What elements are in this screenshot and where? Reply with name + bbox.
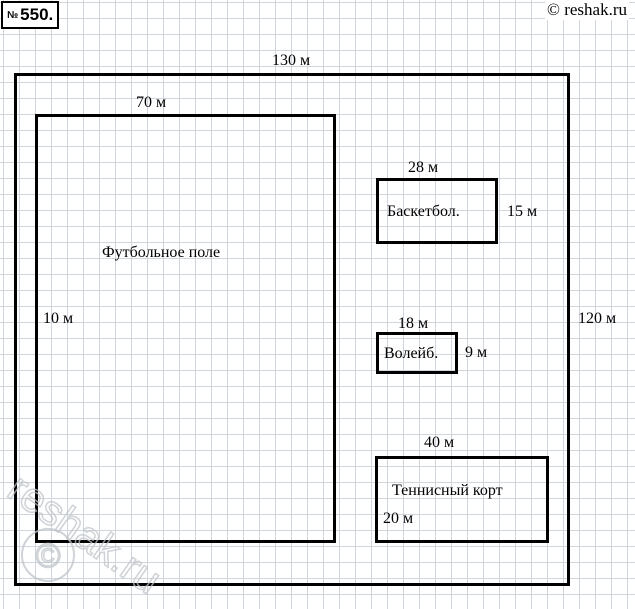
outer-width-label: 130 м xyxy=(272,52,311,69)
basketball-court xyxy=(376,178,498,244)
football-name-label: Футбольное поле xyxy=(102,244,221,261)
basketball-height-label: 15 м xyxy=(507,203,538,220)
basketball-name-label: Баскетбол. xyxy=(387,203,460,220)
tennis-height-label: 20 м xyxy=(383,510,414,527)
volleyball-name-label: Волейб. xyxy=(384,345,439,362)
volleyball-court xyxy=(376,332,458,374)
football-width-label: 70 м xyxy=(136,94,167,111)
tennis-court xyxy=(375,456,549,543)
volleyball-height-label: 9 м xyxy=(465,344,488,361)
number-sign: № xyxy=(7,10,19,21)
football-height-label: 10 м xyxy=(43,310,74,327)
copyright-text: © reshak.ru xyxy=(545,0,629,20)
tennis-width-label: 40 м xyxy=(424,434,455,451)
volleyball-width-label: 18 м xyxy=(398,315,429,332)
tennis-name-label: Теннисный корт xyxy=(392,482,503,499)
problem-number: 550. xyxy=(20,5,54,24)
outer-area xyxy=(14,73,570,586)
outer-height-label: 120 м xyxy=(578,310,617,327)
football-field xyxy=(35,114,336,543)
basketball-width-label: 28 м xyxy=(408,159,439,176)
